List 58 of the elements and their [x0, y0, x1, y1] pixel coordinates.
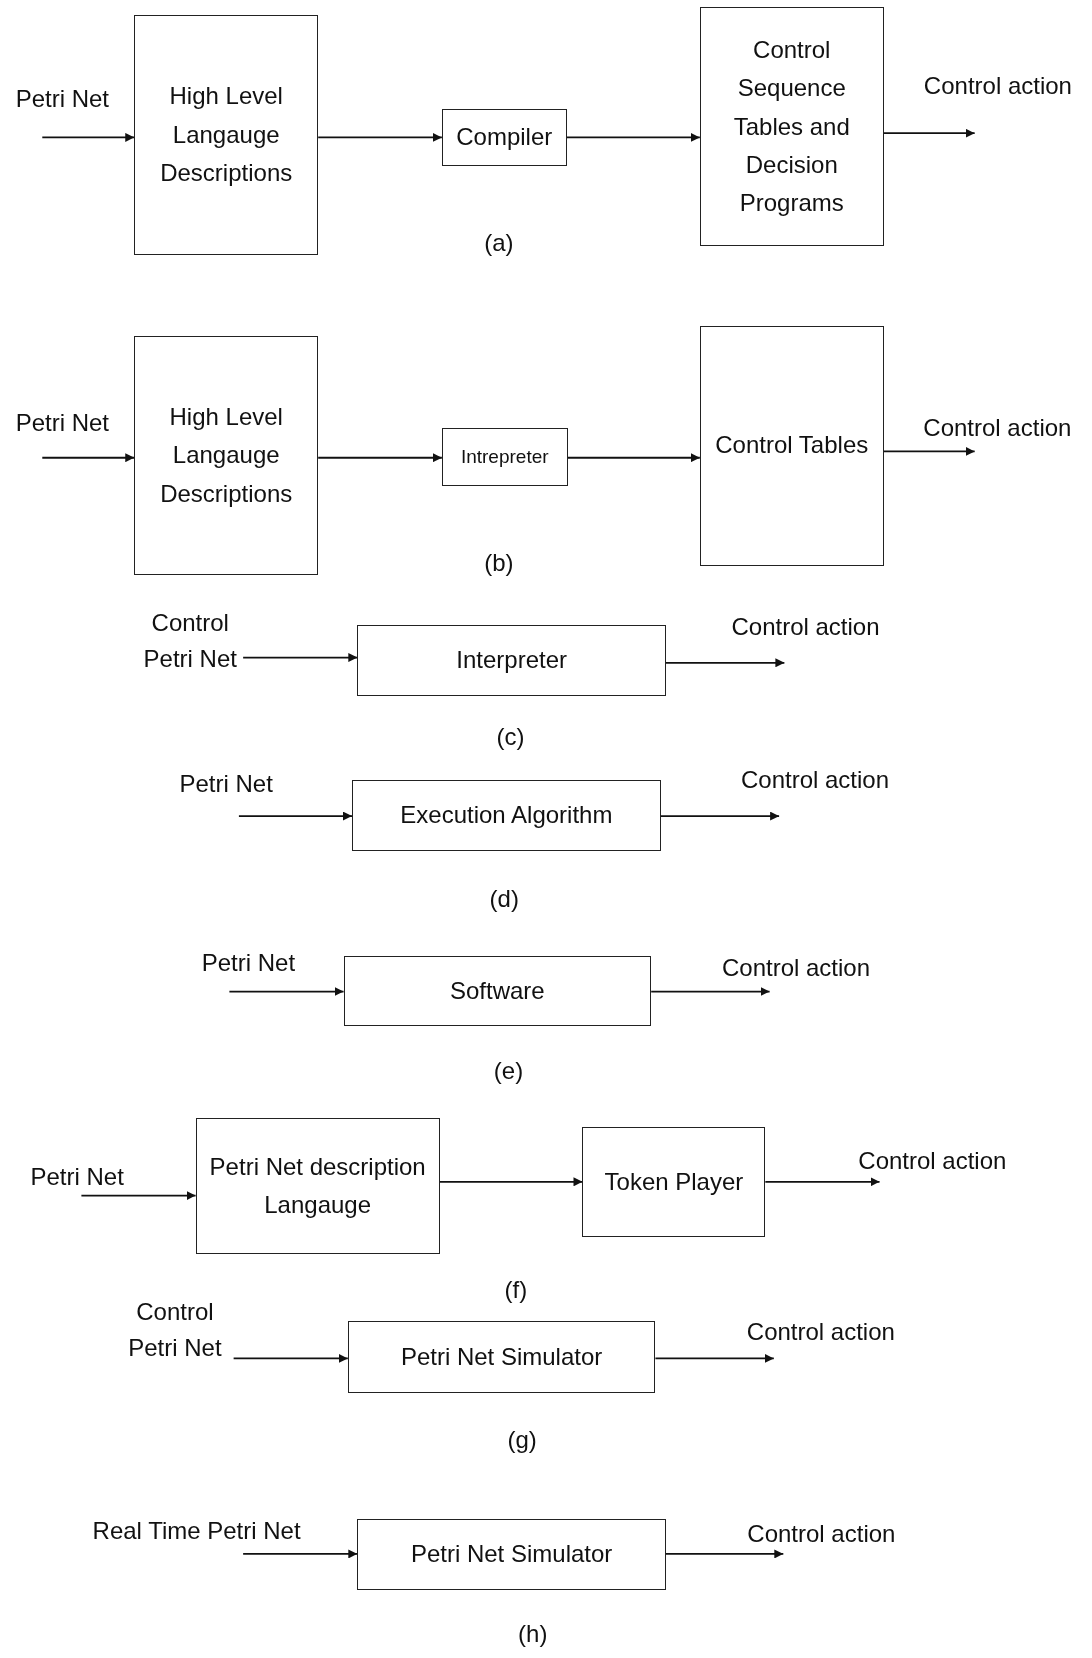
signal-label: Control action [723, 613, 888, 663]
arrow [41, 132, 136, 142]
signal-label: Control action [915, 71, 1081, 134]
signal-label: Control action [737, 1318, 904, 1359]
signal-label: Petri Net [175, 769, 277, 817]
signal-label: Real Time Petri Net [84, 1516, 309, 1554]
panel-label: (f) [504, 1275, 528, 1304]
arrow [228, 987, 345, 997]
panel-label: (g) [507, 1425, 537, 1454]
process-box: High Level Langauge Descriptions [134, 336, 319, 576]
panel-label: (h) [518, 1620, 548, 1649]
arrow [650, 987, 771, 997]
arrow [438, 1177, 584, 1187]
signal-label: Petri Net [10, 409, 115, 458]
arrow [232, 1353, 349, 1363]
arrow [659, 811, 780, 821]
panel-label: (e) [493, 1056, 524, 1085]
signal-label: Control action [849, 1146, 1015, 1182]
process-box: Token Player [582, 1126, 766, 1237]
process-box: Interpreter [357, 624, 666, 696]
panel-label: (a) [484, 229, 514, 258]
arrow [566, 453, 701, 463]
arrow [565, 132, 701, 142]
arrow [317, 453, 443, 463]
process-box: Compiler [441, 108, 567, 166]
panel-label: (d) [489, 884, 519, 913]
arrow [41, 453, 136, 463]
arrow [665, 1549, 785, 1559]
arrow [242, 1549, 359, 1559]
arrow [238, 811, 353, 821]
process-box: Petri Net Simulator [347, 1321, 656, 1394]
arrow [654, 1353, 775, 1363]
signal-label: Control Petri Net [116, 1287, 234, 1373]
arrow [665, 658, 786, 668]
process-box: Execution Algorithm [352, 780, 661, 851]
arrow [882, 446, 976, 456]
signal-label: Control action [738, 1520, 904, 1554]
signal-label: Control action [914, 414, 1081, 452]
process-box: Control Tables [699, 325, 884, 566]
panel-label: (c) [496, 722, 525, 751]
process-box: Petri Net description Langauge [195, 1118, 440, 1254]
process-box: Intrepreter [441, 428, 568, 487]
signal-label: Petri Net [26, 1162, 128, 1196]
signal-label: Control Petri Net [137, 600, 244, 682]
arrow [317, 132, 443, 142]
arrow [882, 128, 976, 138]
signal-label: Petri Net [197, 949, 300, 992]
arrow [80, 1191, 197, 1201]
process-box: High Level Langauge Descriptions [134, 14, 319, 255]
process-box: Software [343, 955, 652, 1027]
arrow [764, 1177, 881, 1187]
process-box: Petri Net Simulator [357, 1519, 666, 1590]
process-box: Control Sequence Tables and Decision Programs [699, 7, 884, 247]
signal-label: Control action [713, 953, 879, 992]
arrow [242, 653, 359, 663]
signal-label: Petri Net [10, 84, 115, 138]
panel-label: (b) [484, 549, 514, 578]
signal-label: Control action [732, 766, 898, 817]
